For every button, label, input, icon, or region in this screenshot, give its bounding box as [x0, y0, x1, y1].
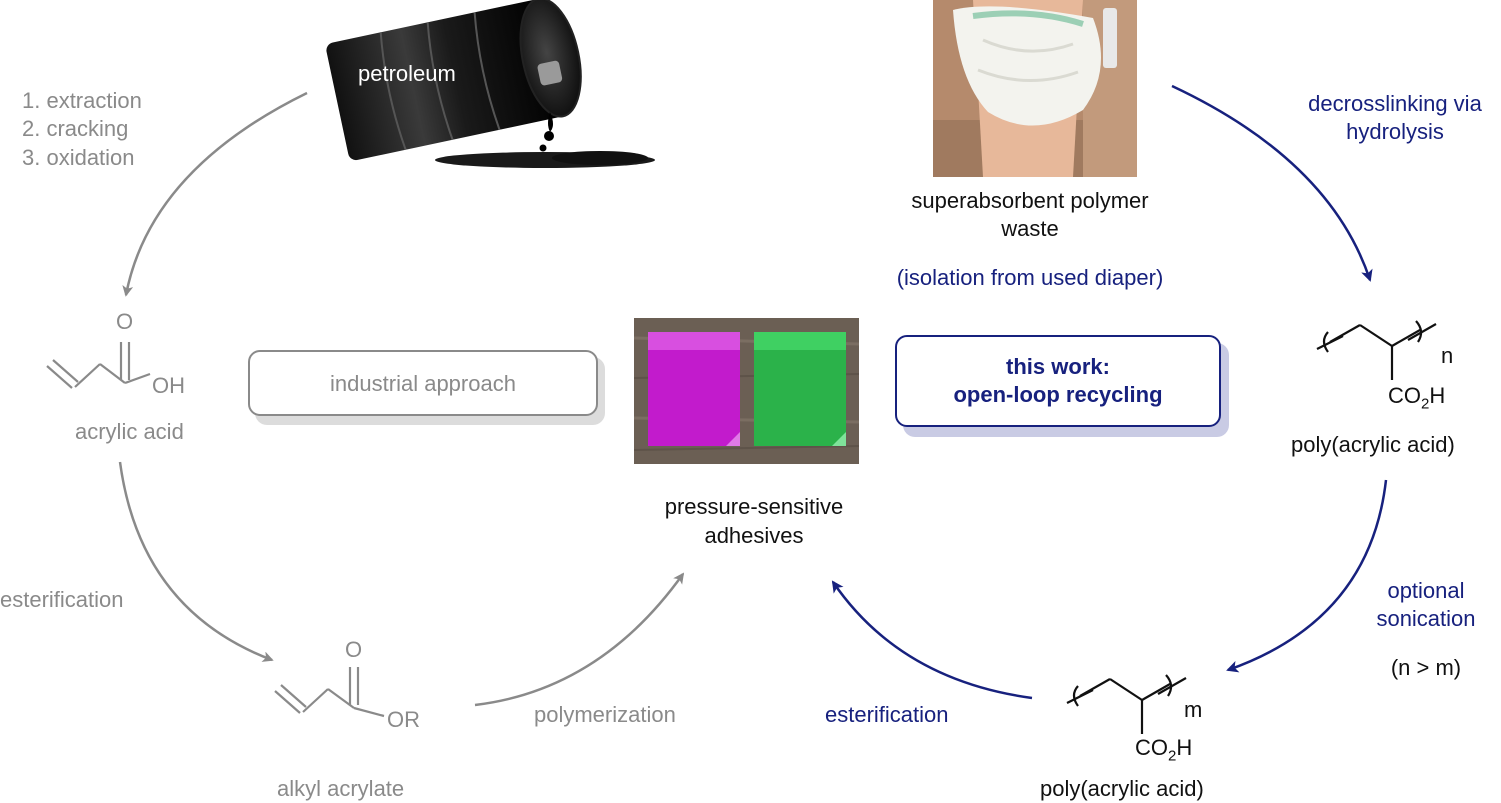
paa-bottom-label: poly(acrylic acid) [1040, 776, 1204, 801]
arrow-waste-to-paa [1171, 84, 1373, 282]
industrial-step-3: 3. oxidation [22, 145, 135, 170]
this-work-line1: this work: [1006, 354, 1110, 379]
this-work-line2: open-loop recycling [953, 382, 1163, 407]
sticky-notes-image-icon [634, 318, 859, 464]
alkyl-acrylate-structure [274, 667, 385, 718]
industrial-step-1: 1. extraction [22, 88, 142, 113]
sap-waste-line2: waste [1001, 216, 1059, 241]
arrow-paa-to-paa [1226, 479, 1388, 673]
sonication-condition: (n > m) [1390, 655, 1462, 680]
alkyl-acrylate-or: OR [387, 707, 420, 732]
paa-bottom-subscript: m [1184, 697, 1203, 722]
petroleum-label: petroleum [358, 61, 456, 86]
acrylic-acid-label: acrylic acid [75, 419, 184, 444]
diaper-image-icon [933, 0, 1137, 177]
paa-top-structure [1316, 320, 1437, 380]
decrosslinking-line1: decrosslinking via [1308, 91, 1482, 116]
paa-bottom-group: CO2H [1135, 736, 1192, 768]
sonication-line2: sonication [1376, 606, 1476, 631]
sap-waste-line1: superabsorbent polymer [911, 188, 1149, 213]
arrow-paa-to-adhesives [831, 580, 1033, 700]
arrow-petroleum-to-acrylic [122, 91, 308, 297]
sap-waste-note: (isolation from used diaper) [896, 265, 1164, 290]
paa-bottom-group-co: CO [1135, 735, 1168, 760]
paa-top-label: poly(acrylic acid) [1291, 432, 1455, 457]
paa-bottom-structure [1066, 674, 1187, 734]
acrylic-acid-structure [46, 342, 151, 389]
polymerization-label: polymerization [534, 702, 676, 727]
esterification-right-label: esterification [825, 702, 949, 727]
diaper-photo [933, 0, 1137, 177]
paa-top-group: CO2H [1388, 384, 1445, 416]
paa-top-group-sub: 2 [1421, 395, 1430, 413]
decrosslinking-line2: hydrolysis [1346, 119, 1444, 144]
arrow-acrylic-to-alkyl [118, 461, 274, 662]
sonication-line1: optional [1387, 578, 1465, 603]
acrylic-acid-oh: OH [152, 373, 185, 398]
paa-bottom-group-sub: 2 [1168, 747, 1177, 765]
oil-barrel-icon [326, 0, 655, 168]
industrial-approach-box: industrial approach [248, 350, 598, 416]
arrow-alkyl-to-adhesives [474, 572, 685, 707]
alkyl-acrylate-label: alkyl acrylate [277, 776, 405, 801]
paa-top-group-co: CO [1388, 383, 1421, 408]
this-work-box: this work: open-loop recycling [895, 335, 1221, 427]
sticky-notes-photo [634, 318, 859, 464]
alkyl-acrylate-o: O [345, 637, 363, 662]
industrial-approach-label: industrial approach [330, 371, 516, 396]
adhesives-label-line1: pressure-sensitive [664, 494, 844, 519]
adhesives-label-line2: adhesives [704, 523, 804, 548]
paa-top-group-h: H [1429, 383, 1446, 408]
paa-top-subscript: n [1441, 343, 1454, 368]
paa-bottom-group-h: H [1176, 735, 1193, 760]
esterification-left-label: esterification [0, 587, 124, 612]
industrial-step-2: 2. cracking [22, 116, 129, 141]
acrylic-acid-o: O [116, 309, 134, 334]
